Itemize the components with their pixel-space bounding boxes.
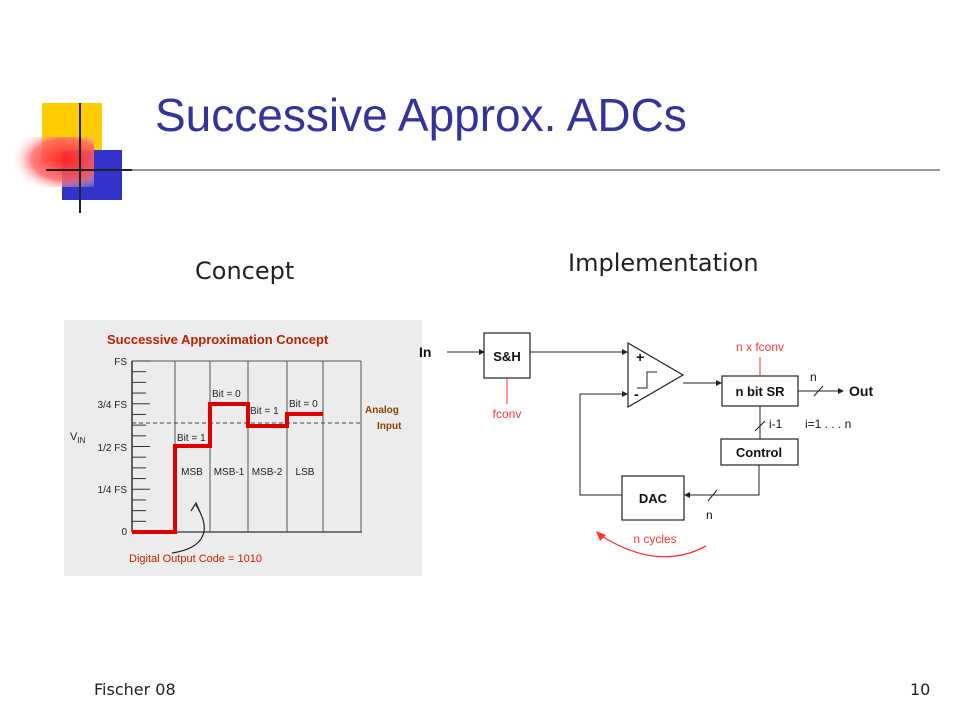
hysteresis-glyph — [637, 371, 657, 389]
cycles-arrowhead — [596, 531, 606, 541]
i1-label: i-1 — [769, 417, 783, 431]
out-n-label: n — [810, 370, 817, 384]
control-block — [720, 438, 799, 466]
y-label-zero: 0 — [121, 527, 127, 538]
stage-label-lsb: LSB — [296, 467, 315, 478]
sh-label: S&H — [493, 349, 520, 364]
footer-author: Fischer 08 — [94, 680, 176, 699]
sr-control-bus-slash — [754, 420, 766, 432]
approximation-staircase — [132, 402, 323, 534]
concept-bg — [64, 320, 422, 576]
dac-bus-slash — [707, 489, 718, 502]
dac-feedback-wire — [579, 393, 622, 496]
y-minor-ticks — [132, 360, 150, 533]
fconv-label: fconv — [493, 407, 522, 421]
vin-label: VIN — [70, 431, 86, 445]
stage-label-msb-2: MSB-2 — [252, 467, 283, 478]
dac-n-label: n — [706, 508, 713, 522]
stage-label-msb-1: MSB-1 — [214, 467, 245, 478]
dac-block — [621, 475, 685, 521]
analog-label-line1: Analog — [365, 405, 399, 416]
stage-label-msb: MSB — [181, 467, 203, 478]
slide-title: Successive Approx. ADCs — [155, 89, 687, 141]
cycles-arrow — [599, 534, 707, 558]
bit-label-lsb: Bit = 0 — [289, 399, 318, 410]
y-label-3-4-fs: 3/4 FS — [98, 400, 128, 411]
comparator — [627, 341, 685, 409]
concept-chart-title: Successive Approximation Concept — [107, 332, 329, 347]
sr-label: n bit SR — [735, 384, 785, 399]
in-arrowhead — [479, 349, 485, 355]
slide-number: 10 — [910, 680, 931, 699]
implementation-heading: Implementation — [568, 249, 759, 277]
output-code-label: Digital Output Code = 1010 — [129, 553, 262, 565]
comparator-plus: + — [636, 349, 644, 365]
y-label-fs: FS — [114, 357, 127, 368]
out-label: Out — [849, 383, 873, 399]
output-code-arrowhead — [190, 501, 201, 513]
bit-label-msb-1: Bit = 0 — [212, 389, 241, 400]
sr-arrowhead — [716, 380, 722, 386]
comparator-arrowhead — [622, 349, 628, 355]
sh-block — [483, 332, 531, 379]
feedback-arrowhead — [622, 391, 628, 397]
irange-label: i=1 . . . n — [805, 417, 851, 431]
control-label: Control — [736, 445, 782, 460]
bit-label-msb: Bit = 1 — [177, 433, 206, 444]
analog-label-line2: Input — [377, 421, 402, 432]
out-bus-slash — [813, 385, 824, 397]
y-label-1-2-fs: 1/2 FS — [98, 443, 128, 454]
in-label: In — [419, 344, 431, 360]
dac-label: DAC — [639, 491, 668, 506]
bit-label-msb-2: Bit = 1 — [250, 406, 279, 417]
control-to-dac-wire — [690, 465, 760, 496]
concept-heading: Concept — [195, 257, 295, 285]
cycles-label: n cycles — [633, 532, 676, 546]
dac-arrowhead — [684, 492, 690, 498]
comparator-minus: - — [634, 386, 639, 402]
clock-label: n x fconv — [736, 340, 784, 354]
out-arrowhead — [838, 388, 844, 394]
output-code-arrow — [171, 504, 205, 554]
y-label-1-4-fs: 1/4 FS — [98, 485, 128, 496]
